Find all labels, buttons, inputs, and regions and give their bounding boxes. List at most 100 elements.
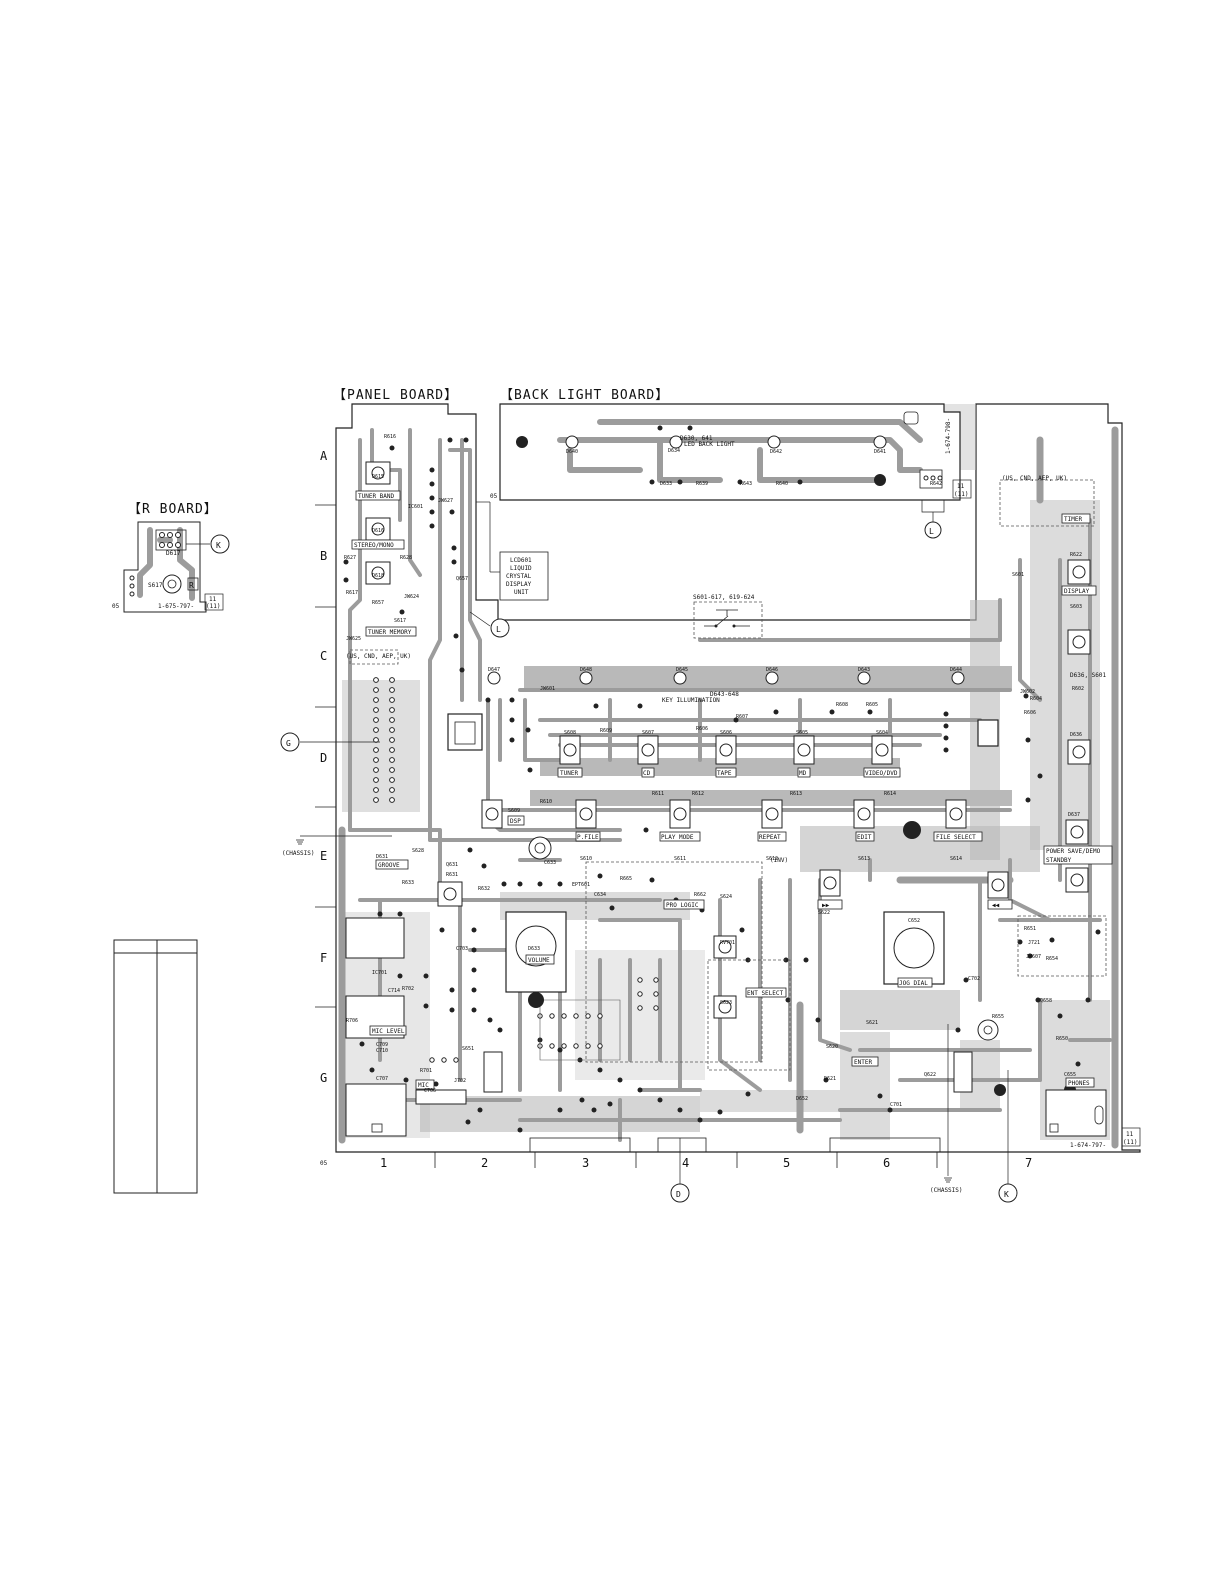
- component-ref-label: D636: [1070, 732, 1082, 738]
- component-ref-label: R651: [1024, 926, 1036, 932]
- label-dsp: DSP: [510, 818, 521, 825]
- note-d643: D643-648: [710, 691, 739, 698]
- component-ref-label: J721: [1028, 940, 1040, 946]
- col-label-5: 5: [783, 1156, 790, 1170]
- component-ref-label: D634: [668, 448, 680, 454]
- label-standby: STANDBY: [1046, 857, 1072, 864]
- note-d636: D636, S601: [1070, 672, 1107, 679]
- component-ref-label: D637: [1068, 812, 1080, 818]
- label-pro-logic: PRO LOGIC: [666, 902, 699, 909]
- connector-k-bottom: [998, 1183, 1018, 1203]
- connector-l-right-label: L: [929, 527, 934, 536]
- col-label-4: 4: [682, 1156, 689, 1170]
- component-ref-label: C701: [890, 1102, 902, 1108]
- col-label-2: 2: [481, 1156, 488, 1170]
- component-ref-label: D645: [676, 667, 688, 673]
- component-ref-label: R614: [884, 791, 896, 797]
- component-ref-label: R613: [790, 791, 802, 797]
- back-light-rev: 11: [957, 483, 965, 490]
- label-play-mode: PLAY MODE: [661, 834, 694, 841]
- label-led-back-light: LED BACK LIGHT: [684, 441, 735, 448]
- lcd-line-4: DISPLAY: [506, 581, 532, 588]
- r-board-corner: 05: [112, 603, 120, 610]
- connector-l-right: [924, 521, 942, 539]
- note-d630: D630, 641: [680, 435, 713, 442]
- lcd-line-3: CRYSTAL: [506, 573, 532, 580]
- component-ref-label: R643: [740, 481, 752, 487]
- label-power-save: POWER SAVE/DEMO: [1046, 848, 1101, 855]
- component-ref-label: S624: [720, 894, 732, 900]
- component-ref-label: R628: [400, 555, 412, 561]
- label-enter: ENTER: [854, 1059, 872, 1066]
- label-tuner-memory: TUNER MEMORY: [368, 629, 412, 636]
- component-ref-label: S607: [642, 730, 654, 736]
- label-repeat: REPEAT: [759, 834, 781, 841]
- component-ref-label: R622: [1070, 552, 1082, 558]
- label-tape: TAPE: [717, 770, 732, 777]
- note-us-cnd-right: (US, CND, AEP, UK): [1002, 475, 1067, 482]
- component-ref-label: R642: [930, 481, 942, 487]
- component-ref-label: Q631: [446, 862, 458, 868]
- component-ref-label: D643: [858, 667, 870, 673]
- connector-k-top-label: K: [216, 541, 221, 550]
- component-ref-label: D642: [770, 449, 782, 455]
- component-ref-label: C710: [376, 1048, 388, 1054]
- function-labels: TUNER BAND STEREO/MONO TUNER MEMORY GROO…: [351, 441, 1113, 1090]
- component-ref-label: S614: [950, 856, 962, 862]
- r-board-ref: D617: [166, 550, 181, 557]
- component-ref-label: R616: [384, 434, 396, 440]
- component-ref-label: R605: [866, 702, 878, 708]
- connector-d-label: D: [676, 1190, 681, 1199]
- component-ref-label: R631: [446, 872, 458, 878]
- component-ref-label: S612: [766, 856, 778, 862]
- row-label-d: D: [320, 751, 327, 765]
- connector-l-left: [490, 618, 510, 638]
- component-ref-label: R640: [776, 481, 788, 487]
- component-ref-label: IC701: [372, 970, 387, 976]
- component-ref-label: R609: [600, 728, 612, 734]
- component-ref-label: C702: [968, 976, 980, 982]
- component-ref-label: C709: [376, 1042, 388, 1048]
- component-ref-label: R602: [1072, 686, 1084, 692]
- label-phones: PHONES: [1068, 1080, 1090, 1087]
- component-ref-label: R607: [736, 714, 748, 720]
- note-us-cnd-left: (US, CND, AEP, UK): [346, 653, 411, 660]
- component-ref-label: S601: [1012, 572, 1024, 578]
- r-board-title: 【R BOARD】: [128, 502, 218, 517]
- chassis-left: (CHASSIS): [282, 850, 315, 857]
- label-mic: MIC: [418, 1082, 429, 1089]
- back-light-board-title: 【BACK LIGHT BOARD】: [500, 388, 669, 403]
- component-ref-label: JW627: [438, 498, 453, 504]
- component-ref-label: RV701: [720, 940, 735, 946]
- label-timer: TIMER: [1064, 516, 1082, 523]
- col-label-6: 6: [883, 1156, 890, 1170]
- component-ref-label: R604: [1030, 696, 1042, 702]
- label-p-file: P.FILE: [577, 834, 599, 841]
- component-ref-label: D615: [372, 474, 384, 480]
- component-ref-label: C707: [376, 1076, 388, 1082]
- jacks: [345, 917, 1107, 1137]
- component-ref-label: JW601: [540, 686, 555, 692]
- label-edit: EDIT: [857, 834, 872, 841]
- component-ref-label: R662: [694, 892, 706, 898]
- note-inv: (INV): [770, 857, 788, 864]
- component-ref-label: R612: [692, 791, 704, 797]
- panel-corner-05: 05: [320, 1160, 328, 1167]
- label-fwd: ▶▶: [822, 902, 830, 909]
- component-ref-label: C655: [1064, 1072, 1076, 1078]
- component-ref-label: S617: [394, 618, 406, 624]
- connector-l-left-label: L: [496, 625, 501, 634]
- label-mic-level: MIC LEVEL: [372, 1028, 405, 1035]
- label-groove: GROOVE: [378, 862, 400, 869]
- component-ref-label: D640: [566, 449, 578, 455]
- component-ref-label: JW624: [404, 594, 419, 600]
- notes: (US, CND, AEP, UK) (US, CND, AEP, UK) (I…: [346, 435, 1107, 864]
- component-ref-label: S621: [866, 1020, 878, 1026]
- component-ref-label: D616: [372, 528, 384, 534]
- panel-board-title: 【PANEL BOARD】: [333, 388, 458, 403]
- back-light-board-number: 1-674-798-: [945, 418, 952, 454]
- connector-d: [670, 1183, 690, 1203]
- component-ref-label: JW625: [346, 636, 361, 642]
